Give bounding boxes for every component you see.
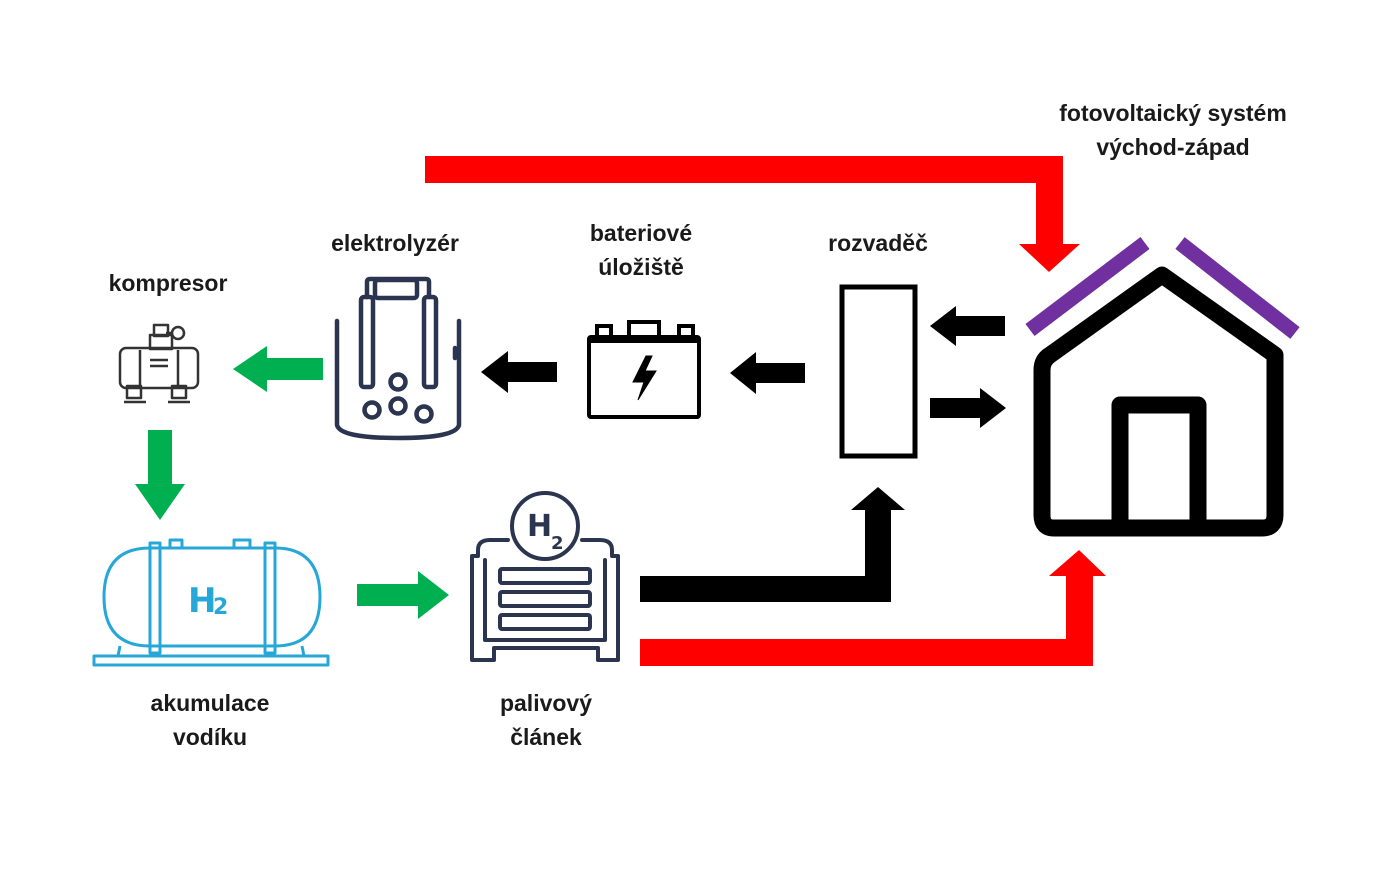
battery-icon: [587, 320, 701, 419]
electric-flow-arrow-to-house: [930, 388, 1006, 428]
label-pv-system: fotovoltaický systém východ-západ: [1059, 100, 1287, 160]
label-hydrogen-storage: akumulace vodíku: [150, 690, 270, 750]
switchboard-icon: [839, 284, 918, 459]
hydrogen-flow-arrow-to-fuelcell: [357, 571, 449, 619]
house-icon: [1033, 266, 1284, 537]
electric-flow-arrow-to-battery: [730, 352, 805, 394]
solar-panel-icon: [1025, 237, 1300, 339]
electric-flow-arrow-fuelcell: [640, 487, 905, 602]
electric-flow-arrow-to-electrolyzer: [481, 351, 557, 393]
label-battery: bateriové úložiště: [589, 220, 693, 280]
tank-formula: H: [188, 581, 216, 621]
label-electrolyzer: elektrolyzér: [331, 230, 459, 256]
label-switchboard: rozvaděč: [828, 230, 928, 256]
hydrogen-flow-arrow-to-compressor: [233, 346, 323, 392]
heat-flow-arrow-top: [425, 156, 1080, 272]
hydrogen-tank-icon: H 2: [92, 538, 330, 667]
label-compressor: kompresor: [108, 270, 228, 296]
electric-flow-arrow-to-switchboard: [930, 306, 1005, 346]
fuelcell-formula: H: [527, 509, 552, 544]
electrolyzer-icon: [334, 276, 462, 441]
fuelcell-subscript: 2: [551, 533, 564, 554]
heat-flow-arrow-bottom: [640, 550, 1106, 666]
label-fuel-cell: palivový článek: [499, 690, 593, 750]
fuel-cell-icon: H 2: [470, 491, 620, 662]
compressor-icon: [112, 320, 207, 408]
hydrogen-flow-arrow-to-storage: [135, 430, 185, 520]
tank-subscript: 2: [213, 595, 228, 620]
